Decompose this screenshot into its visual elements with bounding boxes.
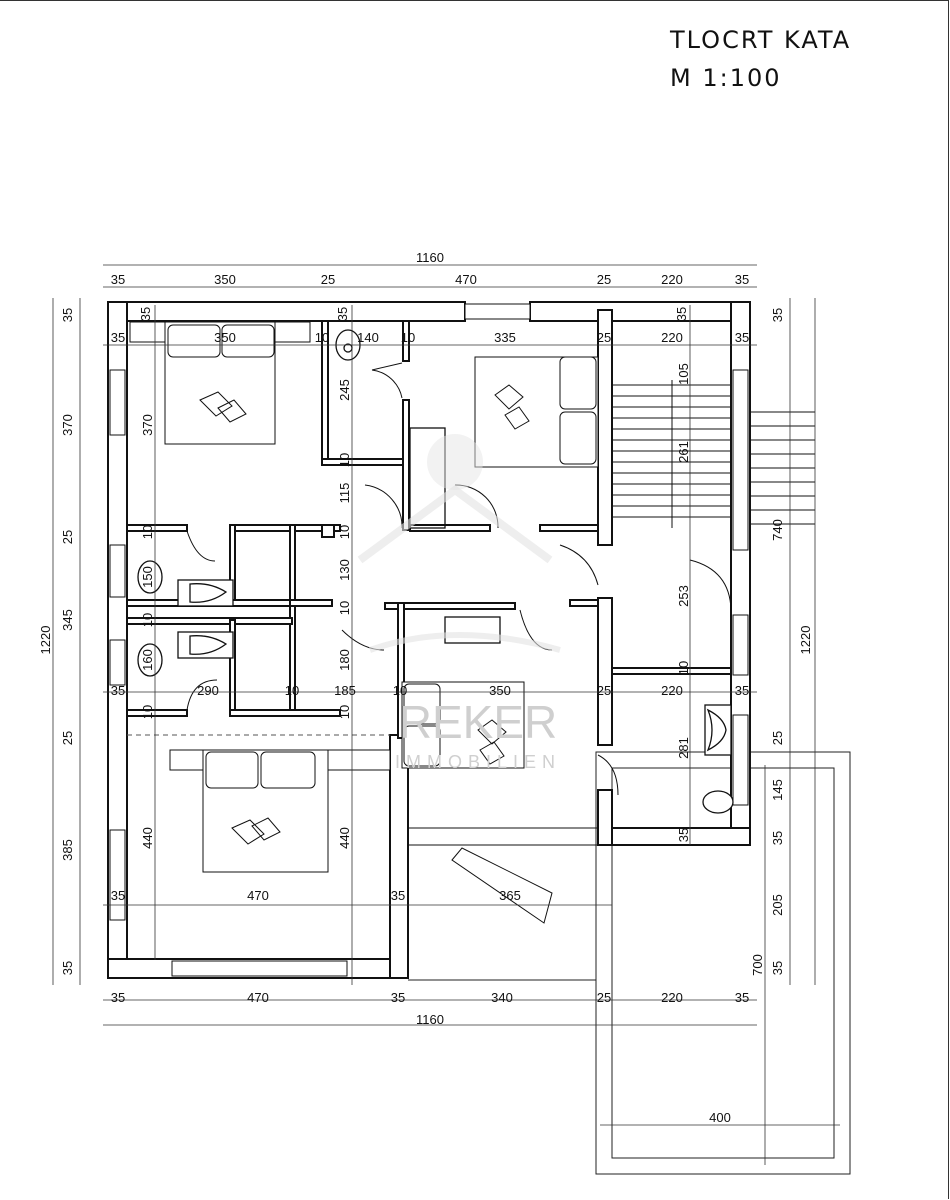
- dimension-label: 25: [60, 530, 75, 544]
- dimension-label: 335: [494, 330, 516, 345]
- dimension-label: 35: [770, 961, 785, 975]
- dimension-label: 290: [197, 683, 219, 698]
- dimension-label: 105: [676, 363, 691, 385]
- dimension-label: 10: [140, 613, 155, 627]
- bathroom-fixtures: [137, 329, 734, 814]
- dimension-label: 35: [735, 683, 749, 698]
- dimension-label: 10: [337, 705, 352, 719]
- dimension-label: 35: [335, 307, 350, 321]
- dimension-label: 220: [661, 683, 683, 698]
- dimension-label: 35: [770, 308, 785, 322]
- dimension-label: 185: [334, 683, 356, 698]
- windows: [109, 303, 749, 977]
- dimension-label: 10: [140, 705, 155, 719]
- dimension-label: 145: [770, 779, 785, 801]
- dimension-label: 140: [357, 330, 379, 345]
- dimension-label: 115: [337, 483, 352, 504]
- watermark-logo: REKER IMMOBILIEN: [357, 434, 561, 772]
- dimension-label: 35: [735, 990, 749, 1005]
- dimension-label: 10: [337, 601, 352, 615]
- lounge-chair: [451, 847, 553, 924]
- dimension-label: 220: [661, 990, 683, 1005]
- staircase: [612, 380, 731, 528]
- dimension-label: 180: [337, 649, 352, 671]
- dimension-label: 35: [111, 683, 125, 698]
- dimension-label: 25: [321, 272, 335, 287]
- dimension-label: 150: [140, 566, 155, 588]
- dimension-label: 25: [597, 272, 611, 287]
- dimension-label: 10: [337, 525, 352, 539]
- dimension-label: 365: [499, 888, 521, 903]
- dimension-label: 25: [770, 731, 785, 745]
- dimension-label: 10: [401, 330, 415, 345]
- dimension-label: 1160: [416, 250, 444, 265]
- dimension-labels: 1160 35 350 25 470 25 220 35 35 350 10 140 10 335 25 22…: [38, 250, 813, 1125]
- dimension-label: 440: [337, 827, 352, 849]
- dimension-label: 205: [770, 894, 785, 916]
- bed-master: [129, 321, 311, 445]
- dimension-label: 130: [337, 559, 352, 581]
- dimension-label: 350: [489, 683, 511, 698]
- dimension-label: 35: [391, 888, 405, 903]
- dimension-label: 35: [735, 272, 749, 287]
- dimension-label: 220: [661, 272, 683, 287]
- dimension-lines: [52, 264, 840, 1165]
- dimension-label: 370: [60, 414, 75, 436]
- dimension-label: 1160: [416, 1012, 444, 1027]
- bed-room-4: [401, 681, 525, 769]
- dimension-label: 35: [111, 990, 125, 1005]
- dimension-label: 10: [337, 453, 352, 467]
- dimension-label: 35: [391, 990, 405, 1005]
- bed-room-2: [474, 356, 599, 468]
- dimension-label: 370: [140, 414, 155, 436]
- dimension-label: 35: [111, 330, 125, 345]
- exterior-steps: [750, 411, 815, 525]
- dimension-label: 281: [676, 737, 691, 759]
- dimension-label: 261: [676, 441, 691, 463]
- bed-room-3: [169, 749, 391, 873]
- dimension-label: 10: [315, 330, 329, 345]
- dimension-label: 470: [455, 272, 477, 287]
- dimension-label: 470: [247, 990, 269, 1005]
- dimension-label: 253: [676, 585, 691, 607]
- dimension-label: 35: [60, 961, 75, 975]
- dimension-label: 440: [140, 827, 155, 849]
- dimension-label: 10: [285, 683, 299, 698]
- dimension-label: 350: [214, 330, 236, 345]
- dimension-label: 25: [60, 731, 75, 745]
- dimension-label: 25: [597, 330, 611, 345]
- plan-scale: M 1:100: [670, 64, 782, 92]
- dimension-label: 740: [770, 519, 785, 541]
- dimension-label: 35: [60, 308, 75, 322]
- dimension-label: 35: [111, 888, 125, 903]
- dimension-label: 10: [140, 525, 155, 539]
- dimension-label: 35: [111, 272, 125, 287]
- dimension-label: 160: [140, 649, 155, 671]
- dimension-label: 35: [770, 831, 785, 845]
- watermark-sub: IMMOBILIEN: [395, 752, 561, 772]
- dimension-label: 400: [709, 1110, 731, 1125]
- dimension-label: 1220: [38, 626, 53, 655]
- dimension-label: 385: [60, 839, 75, 861]
- dimension-label: 25: [597, 683, 611, 698]
- dimension-label: 350: [214, 272, 236, 287]
- dimension-label: 220: [661, 330, 683, 345]
- dimension-label: 35: [676, 828, 691, 842]
- dimension-label: 245: [337, 379, 352, 401]
- dimension-label: 10: [393, 683, 407, 698]
- dimension-label: 1220: [798, 626, 813, 655]
- dimension-label: 470: [247, 888, 269, 903]
- watermark-brand: REKER: [399, 696, 557, 748]
- dimension-label: 10: [676, 661, 691, 675]
- plan-title: TLOCRT KATA: [670, 26, 852, 54]
- dimension-label: 35: [674, 307, 689, 321]
- dimension-label: 340: [491, 990, 513, 1005]
- dimension-label: 345: [60, 609, 75, 631]
- dimension-label: 700: [750, 954, 765, 976]
- dimension-label: 35: [138, 307, 153, 321]
- dimension-label: 35: [735, 330, 749, 345]
- terrace: [408, 751, 851, 1175]
- dimension-label: 25: [597, 990, 611, 1005]
